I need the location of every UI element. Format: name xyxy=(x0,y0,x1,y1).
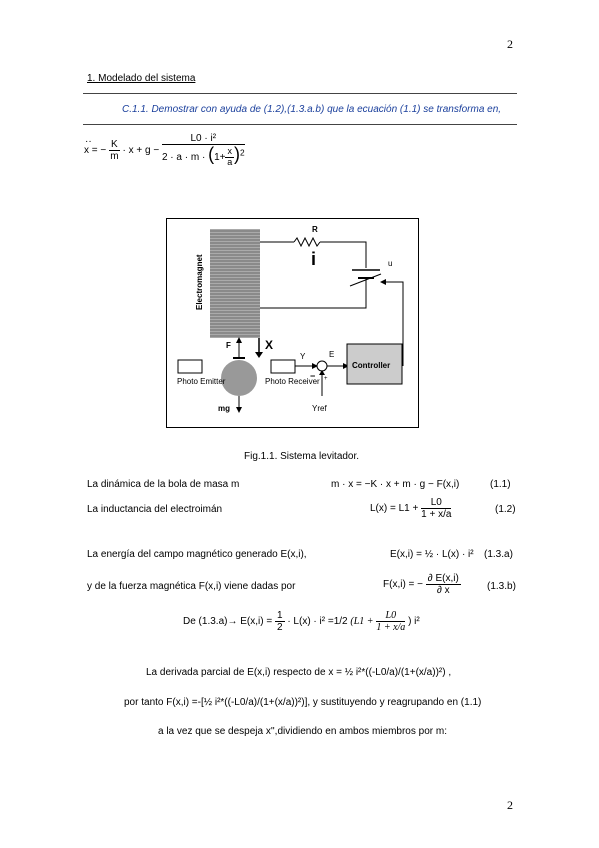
figure-caption: Fig.1.1. Sistema levitador. xyxy=(244,451,360,462)
resistor-symbol xyxy=(293,236,321,248)
eq3-formula: E(x,i) = ½ · L(x) · i² xyxy=(390,549,474,560)
label-photo-receiver: Photo Receiver xyxy=(265,377,320,386)
yref-arrow xyxy=(319,370,325,375)
label-r: R xyxy=(312,225,318,234)
label-plus: + xyxy=(324,376,328,382)
eq4-label: y de la fuerza magnética F(x,i) viene da… xyxy=(87,581,296,592)
ball xyxy=(221,360,257,396)
feedback-wire xyxy=(383,281,404,366)
subtitle: C.1.1. Demostrar con ayuda de (1.2),(1.3… xyxy=(122,104,502,115)
divider-bottom xyxy=(83,124,517,125)
label-mg: mg xyxy=(218,404,230,413)
label-photo-emitter: Photo Emitter xyxy=(177,377,226,386)
label-yref: Yref xyxy=(312,404,327,413)
x-arrow-head xyxy=(255,352,263,358)
label-e: E xyxy=(329,350,334,359)
page-number-top: 2 xyxy=(507,37,513,51)
levitator-figure: R i u Electromagnet X F Y E − + Controll… xyxy=(166,218,419,428)
eq1-number: (1.1) xyxy=(490,479,511,490)
eq4-formula: F(x,i) = − ∂ E(x,i)∂ x xyxy=(383,573,461,596)
f-arrow-head xyxy=(236,337,242,343)
eq3-label: La energía del campo magnético generado … xyxy=(87,549,307,560)
derivation-line2: La derivada parcial de E(x,i) respecto d… xyxy=(146,667,452,678)
label-minus: − xyxy=(310,371,315,381)
sum-arrow xyxy=(343,363,349,369)
coil-lines xyxy=(210,230,260,337)
main-eq-lhs: ··x = xyxy=(84,136,98,157)
wire-bottom xyxy=(260,278,367,309)
figure-frame xyxy=(166,218,419,428)
eq4-number: (1.3.b) xyxy=(487,581,516,592)
summing-junction xyxy=(316,360,328,372)
receiver-arrow xyxy=(312,363,318,369)
label-f: F xyxy=(226,341,231,350)
mg-arrow-head xyxy=(236,407,242,413)
label-x: X xyxy=(265,338,273,352)
eq2-number: (1.2) xyxy=(495,504,516,515)
photo-receiver-box xyxy=(270,359,296,374)
section-title: 1. Modelado del sistema xyxy=(87,73,196,84)
derivation-line3: por tanto F(x,i) =-[½ i²*((-L0/a)/(1+(x/… xyxy=(124,697,482,708)
photo-emitter-box xyxy=(177,359,203,374)
eq3-number: (1.3.a) xyxy=(484,549,513,560)
label-i: i xyxy=(311,249,316,269)
coil-body xyxy=(210,229,260,338)
label-electromagnet: Electromagnet xyxy=(195,254,204,310)
page-number-bottom: 2 xyxy=(507,798,513,812)
derivation-line4: a la vez que se despeja x'',dividiendo e… xyxy=(158,726,447,737)
eq1-formula: m · x = −K · x + m · g − F(x,i) xyxy=(331,479,460,490)
feedback-arrow xyxy=(380,279,386,285)
label-u: u xyxy=(388,259,392,268)
label-y: Y xyxy=(300,352,306,361)
eq1-label: La dinámica de la bola de masa m xyxy=(87,479,240,490)
divider-top xyxy=(83,93,517,94)
eq2-label: La inductancia del electroimán xyxy=(87,504,223,515)
controller-box xyxy=(346,343,403,385)
main-eq-mid: · x + g − xyxy=(122,145,160,157)
wire-top-right xyxy=(320,241,367,268)
label-controller: Controller xyxy=(352,361,390,370)
